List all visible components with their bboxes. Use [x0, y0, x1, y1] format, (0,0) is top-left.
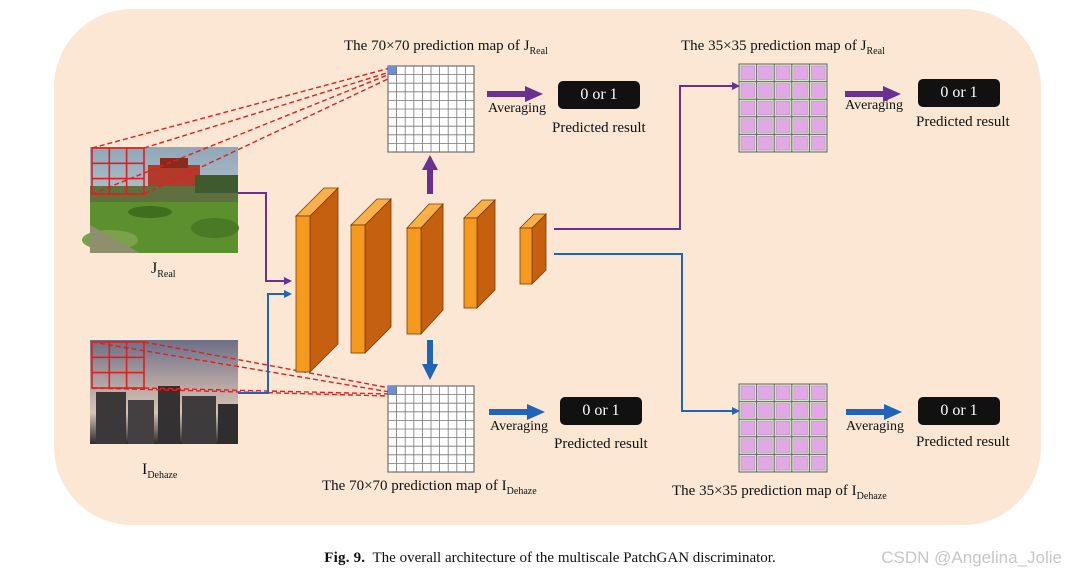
result-box-bottom-right: 0 or 1 [918, 397, 1000, 425]
map-cell [740, 136, 755, 151]
map-cell [758, 385, 773, 400]
map-cell [775, 136, 791, 151]
map-cell [811, 83, 826, 98]
map-cell [758, 65, 773, 80]
map-cell [775, 83, 791, 98]
map-cell [811, 100, 826, 116]
map-cell [758, 118, 773, 133]
map-cell [811, 456, 826, 471]
map-cell [775, 456, 791, 471]
patch-grid-dehaze [91, 341, 145, 389]
layer-side-1 [309, 187, 339, 373]
figure-number: Fig. 9. [324, 550, 366, 566]
map-cell [740, 456, 755, 471]
layer-front-1 [295, 215, 311, 373]
prediction-map-70-dehaze [387, 385, 475, 473]
map-cell [793, 83, 808, 98]
vertical-arrow-down [422, 340, 438, 380]
input-image-real [82, 147, 239, 253]
input-label-dehaze: IDehaze [142, 461, 178, 481]
map-cell [740, 438, 755, 453]
layer-side-4 [476, 199, 496, 309]
map-title-70-real: The 70×70 prediction map of JReal [344, 38, 548, 57]
map-cell [793, 65, 808, 80]
result-box-bottom-left: 0 or 1 [560, 397, 642, 425]
result-box-top-right: 0 or 1 [918, 79, 1000, 107]
discriminator-layers [295, 187, 547, 373]
map-cell [811, 420, 826, 436]
averaging-label-bottom-left: Averaging [490, 419, 549, 434]
layer-side-2 [364, 198, 392, 354]
map-cell [740, 403, 755, 418]
averaging-arrow-top-right [845, 86, 901, 102]
map-cell [775, 420, 791, 436]
input-connectors [238, 192, 292, 394]
averaging-arrow-top-left [487, 86, 543, 102]
map-cell [811, 118, 826, 133]
map-cell [775, 385, 791, 400]
map-cell [793, 403, 808, 418]
map-cell [740, 420, 755, 436]
projection-lines [91, 67, 391, 397]
input-label-real: JReal [151, 260, 176, 280]
map-cell [775, 438, 791, 453]
map-cell [793, 118, 808, 133]
map-cell [775, 118, 791, 133]
figure-caption: Fig. 9. The overall architecture of the … [0, 550, 1080, 567]
averaging-label-top-left: Averaging [488, 101, 547, 116]
vertical-arrow-up [422, 155, 438, 194]
predicted-label-top-left: Predicted result [552, 120, 646, 136]
result-box-top-left: 0 or 1 [558, 81, 640, 109]
map-cell [758, 420, 773, 436]
map-cell [740, 83, 755, 98]
map-cell [775, 403, 791, 418]
map-cell [793, 456, 808, 471]
map-cell [793, 438, 808, 453]
map-cell [811, 403, 826, 418]
map-cell [793, 420, 808, 436]
prediction-map-70-real [387, 65, 475, 153]
predicted-label-bottom-left: Predicted result [554, 436, 648, 452]
layer-front-2 [350, 224, 366, 354]
map-cell [758, 100, 773, 116]
map-title-70-dehaze: The 70×70 prediction map of IDehaze [322, 478, 537, 497]
map-cell [740, 65, 755, 80]
map-cell [740, 118, 755, 133]
map-title-35-dehaze: The 35×35 prediction map of IDehaze [672, 483, 887, 502]
averaging-arrow-bottom-right [846, 404, 902, 420]
averaging-label-top-right: Averaging [845, 98, 904, 113]
layer-front-4 [463, 217, 478, 309]
predicted-label-top-right: Predicted result [916, 114, 1010, 130]
layer-front-5 [519, 227, 533, 285]
map-cell [775, 100, 791, 116]
predicted-label-bottom-right: Predicted result [916, 434, 1010, 450]
map-cell [793, 100, 808, 116]
map-cell [793, 385, 808, 400]
map-cell [758, 83, 773, 98]
map-cell [811, 438, 826, 453]
map-cell [740, 100, 755, 116]
watermark: CSDN @Angelina_Jolie [881, 548, 1062, 567]
prediction-map-35-dehaze [738, 383, 828, 473]
output-connectors [554, 82, 740, 415]
map-cell [775, 65, 791, 80]
averaging-arrow-bottom-left [489, 404, 545, 420]
map-cell [811, 65, 826, 80]
map-cell [793, 136, 808, 151]
map-cell [740, 385, 755, 400]
map-cell [758, 403, 773, 418]
map-title-35-real: The 35×35 prediction map of JReal [681, 38, 885, 57]
layer-front-3 [406, 227, 422, 335]
map-cell [811, 385, 826, 400]
averaging-label-bottom-right: Averaging [846, 419, 905, 434]
map-cell [811, 136, 826, 151]
map-cell [758, 136, 773, 151]
map-cell [758, 438, 773, 453]
prediction-map-35-real [738, 63, 828, 153]
figure-caption-text: The overall architecture of the multisca… [372, 550, 776, 566]
map-cell [758, 456, 773, 471]
